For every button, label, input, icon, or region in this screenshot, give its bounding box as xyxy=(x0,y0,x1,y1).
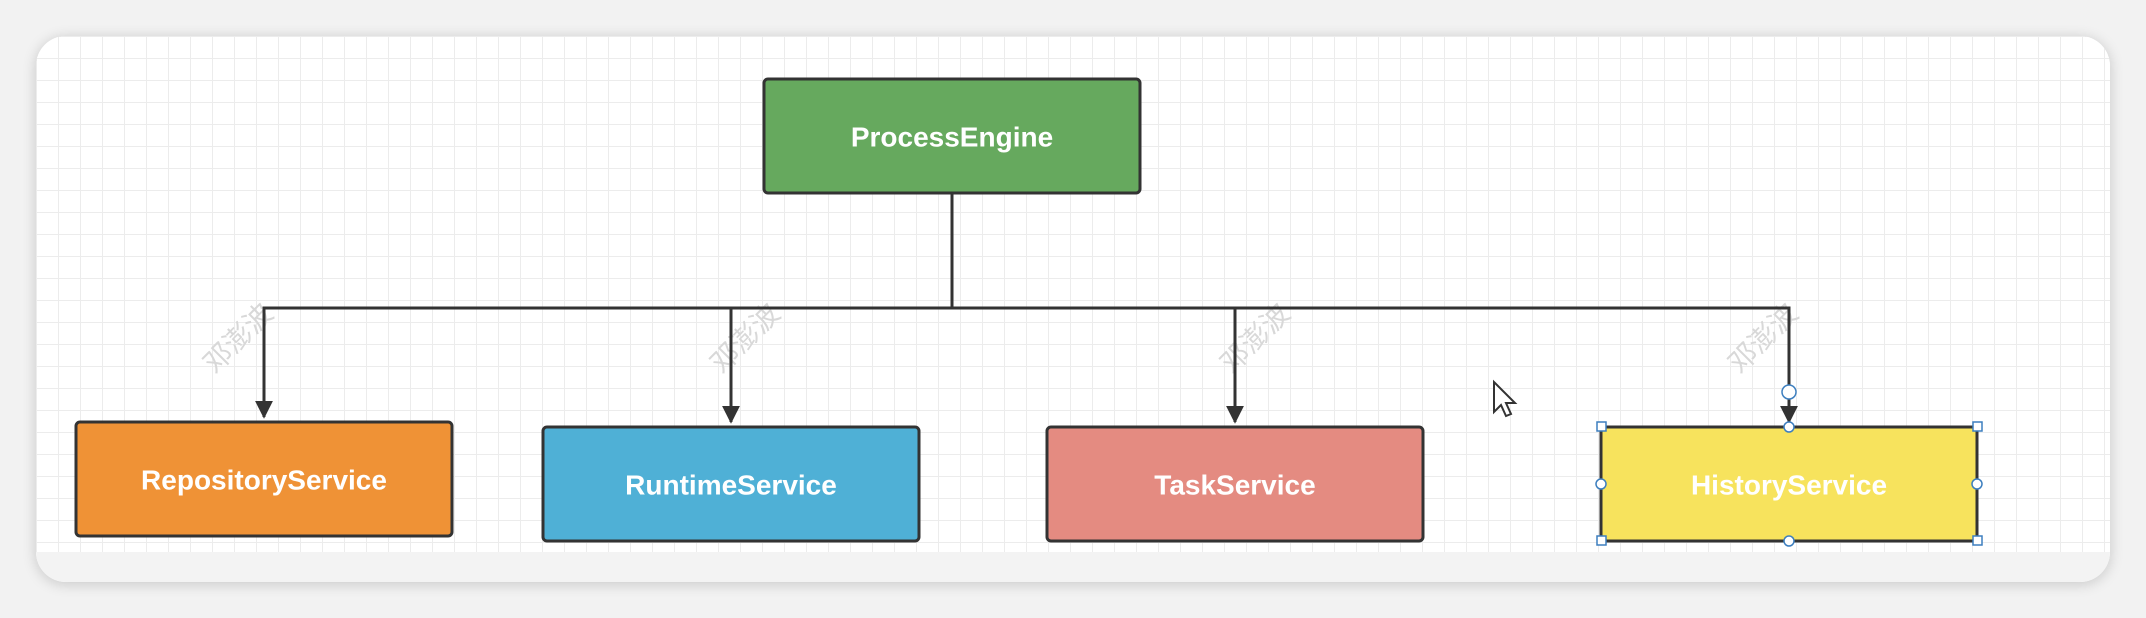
node-label: RuntimeService xyxy=(625,470,837,501)
connection-point-left[interactable] xyxy=(1595,478,1607,490)
resize-handle-top-right[interactable] xyxy=(1972,421,1983,432)
selection-handles xyxy=(1595,384,1983,547)
connection-point-bottom[interactable] xyxy=(1783,535,1795,547)
canvas-bottom-strip xyxy=(36,552,2110,582)
node-box xyxy=(74,420,454,538)
node-label: ProcessEngine xyxy=(851,122,1053,153)
connector-edge[interactable] xyxy=(255,194,954,419)
connection-point-top[interactable] xyxy=(1783,421,1795,433)
node-process-engine[interactable]: ProcessEngine xyxy=(762,77,1142,195)
connector-edge[interactable] xyxy=(952,306,1798,424)
resize-handle-top-left[interactable] xyxy=(1596,421,1607,432)
node-runtime-service[interactable]: RuntimeService xyxy=(541,425,921,543)
node-box xyxy=(762,77,1142,195)
resize-handle-bottom-right[interactable] xyxy=(1972,535,1983,546)
node-box xyxy=(1045,425,1425,543)
node-label: RepositoryService xyxy=(141,465,387,496)
connector-edge[interactable] xyxy=(722,306,952,424)
node-label: HistoryService xyxy=(1691,470,1887,501)
connection-point-right[interactable] xyxy=(1971,478,1983,490)
node-box xyxy=(541,425,921,543)
node-history-service[interactable]: HistoryService xyxy=(1599,425,1979,543)
rotate-handle[interactable] xyxy=(1781,384,1797,400)
node-label: TaskService xyxy=(1154,470,1315,501)
connector-edge[interactable] xyxy=(952,306,1244,424)
resize-handle-bottom-left[interactable] xyxy=(1596,535,1607,546)
cursor-icon xyxy=(1493,379,1518,418)
node-task-service[interactable]: TaskService xyxy=(1045,425,1425,543)
node-repository-service[interactable]: RepositoryService xyxy=(74,420,454,538)
connector-group xyxy=(255,194,1798,424)
